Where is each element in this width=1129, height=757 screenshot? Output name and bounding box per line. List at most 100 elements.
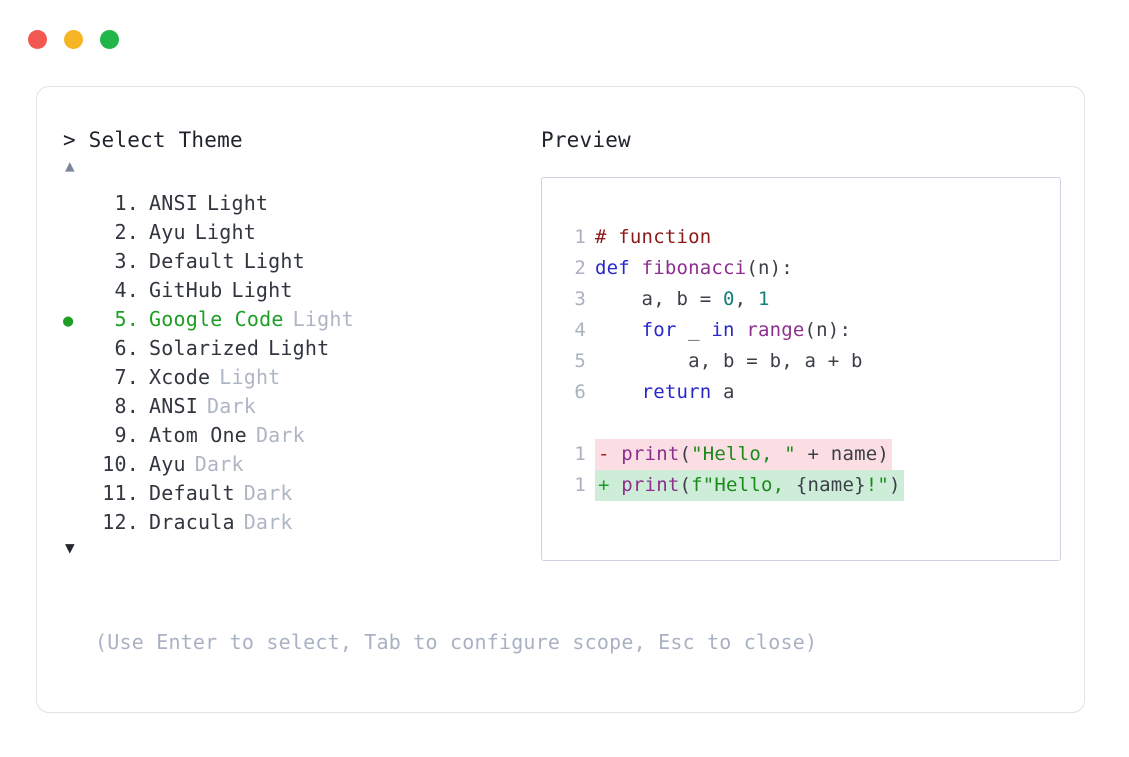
theme-list-item[interactable]: 2. Ayu Light: [63, 218, 533, 247]
theme-item-variant: Light: [292, 307, 354, 331]
code-token: range: [746, 319, 805, 341]
code-token: ,: [734, 288, 758, 310]
theme-item-variant: Light: [231, 278, 293, 302]
code-token: return: [641, 381, 712, 403]
theme-item-number: 11.: [102, 481, 139, 505]
theme-item-name: Ayu: [149, 220, 186, 244]
theme-item-variant: Dark: [255, 423, 305, 447]
code-line-content: for _ in range(n):: [595, 315, 851, 346]
line-number: 1: [574, 474, 586, 496]
line-number: 5: [574, 350, 586, 372]
theme-item-number: 10.: [102, 452, 139, 476]
code-line: 4 for _ in range(n):: [542, 315, 1060, 346]
diff-line-plus: 1 + print(f"Hello, {name}!"): [542, 470, 1060, 501]
theme-item-number: 9.: [114, 423, 139, 447]
diff-line-minus: 1- print("Hello, " + name): [542, 439, 1060, 470]
theme-item-name: Default: [149, 249, 235, 273]
code-line: 1# function: [542, 222, 1060, 253]
code-token: (: [679, 474, 692, 496]
code-token: print: [621, 474, 680, 496]
code-token: [595, 381, 642, 403]
theme-item-variant: Light: [268, 336, 330, 360]
minimize-button-dot[interactable]: [64, 30, 83, 49]
theme-item-variant: Dark: [194, 452, 244, 476]
code-line: 6 return a: [542, 377, 1060, 408]
theme-item-number: 1.: [114, 191, 139, 215]
theme-item-name: Xcode: [149, 365, 211, 389]
line-number: 2: [574, 257, 586, 279]
theme-list-item[interactable]: 9. Atom One Dark: [63, 421, 533, 450]
code-token: (n):: [746, 257, 793, 279]
code-token: !": [865, 474, 890, 496]
window-controls: [28, 30, 119, 49]
theme-item-name: Atom One: [149, 423, 247, 447]
diff-block: 1- print("Hello, " + name)1+ print(f"Hel…: [542, 439, 1060, 501]
theme-list-item[interactable]: 6. Solarized Light: [63, 334, 533, 363]
keyboard-hint: (Use Enter to select, Tab to configure s…: [95, 630, 818, 654]
theme-item-name: ANSI: [149, 394, 198, 418]
code-line-content: def fibonacci(n):: [595, 253, 793, 284]
code-token: f"Hello,: [691, 474, 796, 496]
code-token: _: [676, 319, 712, 341]
code-token: 0: [723, 288, 735, 310]
theme-item-name: Dracula: [149, 510, 235, 534]
theme-item-number: 8.: [114, 394, 139, 418]
theme-item-name: Default: [149, 481, 235, 505]
code-token: in: [711, 319, 735, 341]
theme-list-item[interactable]: 12. Dracula Dark: [63, 508, 533, 537]
code-token: def: [595, 257, 642, 279]
theme-item-name: Google Code: [149, 307, 284, 331]
code-token: fibonacci: [641, 257, 747, 279]
scroll-up-arrow-icon[interactable]: ▲: [65, 156, 75, 175]
code-token: a, b =: [595, 288, 724, 310]
line-number: 6: [574, 381, 586, 403]
theme-item-variant: Light: [219, 365, 281, 389]
theme-list-item[interactable]: 11. Default Dark: [63, 479, 533, 508]
code-line: 3 a, b = 0, 1: [542, 284, 1060, 315]
theme-item-variant: Light: [243, 249, 305, 273]
preview-label: Preview: [541, 128, 631, 152]
code-token: 1: [757, 288, 770, 310]
code-token: print: [621, 443, 680, 465]
maximize-button-dot[interactable]: [100, 30, 119, 49]
selected-bullet-icon: ●: [63, 311, 74, 331]
line-number: 3: [574, 288, 586, 310]
theme-item-variant: Dark: [206, 394, 256, 418]
theme-item-number: 12.: [102, 510, 139, 534]
code-line: 2 def fibonacci(n):: [542, 253, 1060, 284]
code-token: a, b = b, a + b: [595, 350, 863, 372]
theme-item-number: 2.: [114, 220, 139, 244]
theme-item-variant: Dark: [243, 510, 293, 534]
theme-item-variant: Dark: [243, 481, 293, 505]
code-token: ): [889, 474, 901, 496]
select-theme-prompt: > Select Theme: [63, 128, 243, 152]
theme-item-name: Solarized: [149, 336, 260, 360]
close-button-dot[interactable]: [28, 30, 47, 49]
diff-marker-minus: -: [598, 443, 622, 465]
diff-marker-plus: +: [598, 474, 622, 496]
theme-list-item[interactable]: 8. ANSI Dark: [63, 392, 533, 421]
theme-item-number: 6.: [114, 336, 139, 360]
code-token: # function: [595, 226, 712, 248]
diff-line-content: + print(f"Hello, {name}!"): [595, 470, 904, 501]
code-line-content: # function: [595, 222, 711, 253]
scroll-down-arrow-icon[interactable]: ▼: [65, 538, 75, 557]
code-token: a: [711, 381, 735, 403]
code-token: {name}: [795, 474, 866, 496]
code-line-content: return a: [595, 377, 735, 408]
code-line: 5 a, b = b, a + b: [542, 346, 1060, 377]
theme-item-variant: Light: [194, 220, 256, 244]
line-number: 4: [574, 319, 586, 341]
diff-line-content: - print("Hello, " + name): [595, 439, 893, 470]
